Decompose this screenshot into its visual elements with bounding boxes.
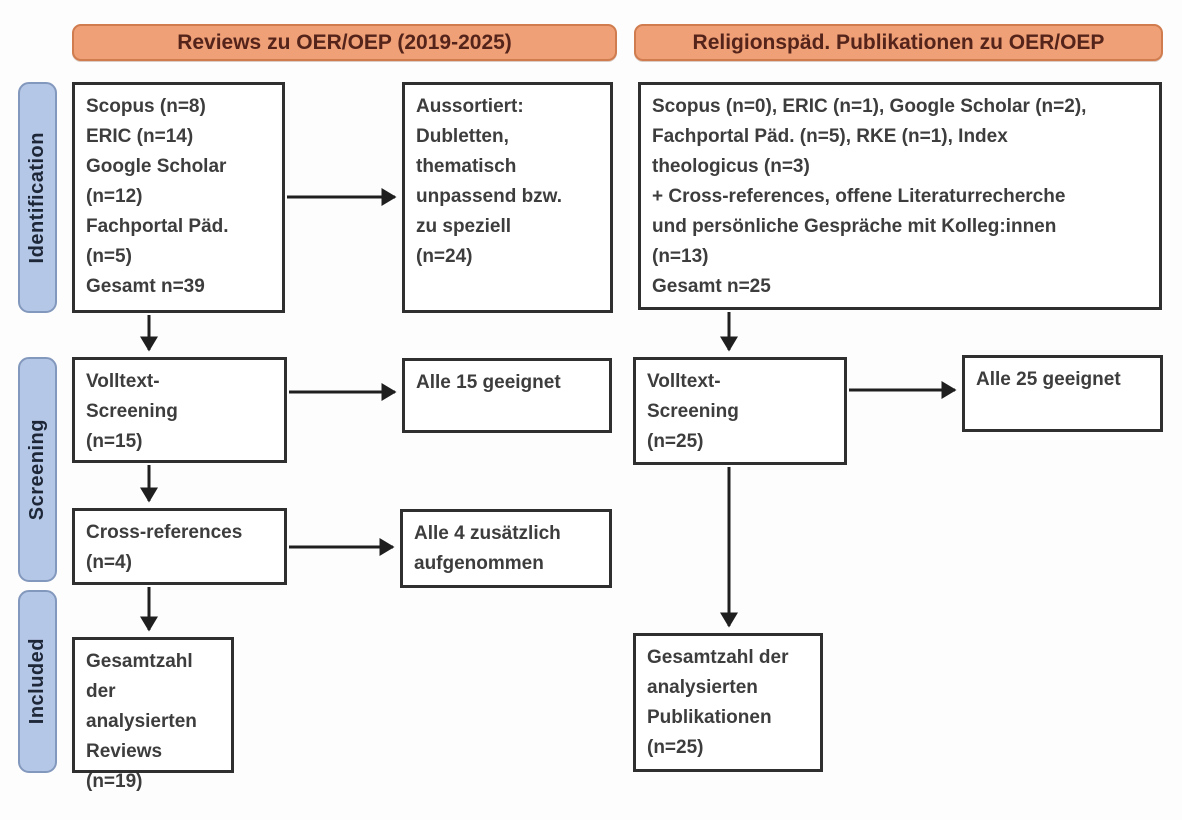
box-included-reviews: Gesamtzahl der analysierten Reviews (n=1… [72, 637, 234, 792]
box-aussortiert: Aussortiert: Dubletten, thematisch unpas… [402, 82, 613, 313]
box-reviews-sources: Scopus (n=8) ERIC (n=14) Google Scholar … [72, 82, 285, 313]
box-relpaed-sources: Scopus (n=0), ERIC (n=1), Google Scholar… [638, 82, 1162, 310]
box-alle-4-zusaetzlich: Alle 4 zusätzlich aufgenommen [400, 509, 612, 588]
column-header-reviews: Reviews zu OER/OEP (2019-2025) [72, 24, 617, 61]
box-cross-references: Cross-references (n=4) [72, 508, 287, 585]
stage-pill-included: Included [18, 590, 57, 773]
box-included-relpaed: Gesamtzahl der analysierten Publikatione… [633, 633, 823, 772]
stage-pill-screening: Screening [18, 357, 57, 582]
stage-label-screening: Screening [26, 418, 48, 521]
column-header-relpaed: Religionspäd. Publikationen zu OER/OEP [634, 24, 1163, 61]
box-alle-15-geeignet: Alle 15 geeignet [402, 358, 612, 433]
stage-label-identification: Identification [26, 131, 48, 264]
box-alle-25-geeignet: Alle 25 geeignet [962, 355, 1163, 432]
stage-label-included: Included [26, 638, 48, 725]
box-volltext-screening-relpaed: Volltext- Screening (n=25) [633, 357, 847, 465]
box-volltext-screening-reviews: Volltext- Screening (n=15) [72, 357, 287, 463]
stage-pill-identification: Identification [18, 82, 57, 313]
